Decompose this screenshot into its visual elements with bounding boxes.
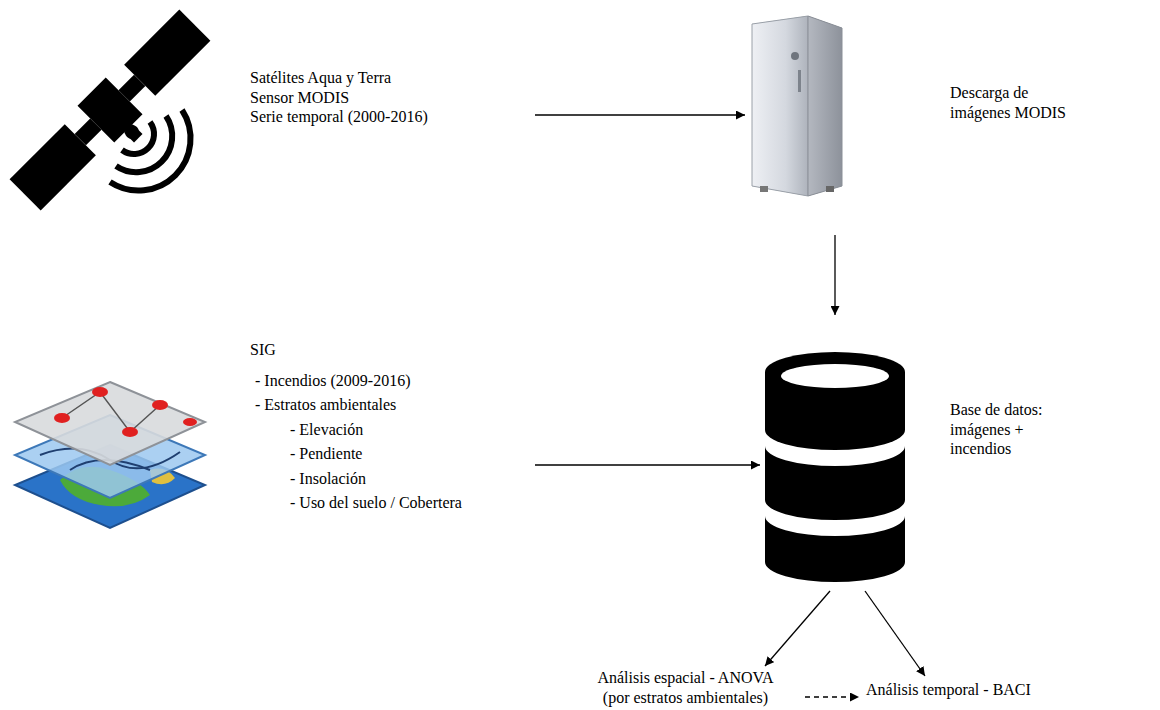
- satellite-icon-part: [116, 116, 172, 172]
- node-text: - Pendiente: [290, 444, 535, 464]
- server-node: Descarga de imágenes MODIS: [745, 15, 1075, 195]
- server-icon-part: [791, 52, 799, 60]
- server-icon-part: [808, 16, 842, 196]
- dashed-arrow: [805, 696, 859, 697]
- flow-arrow: [535, 114, 745, 115]
- satellite-icon-part: [122, 122, 154, 154]
- flow-arrow: [765, 591, 830, 666]
- node-text: Análisis espacial - ANOVA (por estratos …: [588, 668, 783, 707]
- gis-node: SIG - Incendios (2009-2016) - Estratos amb…: [245, 340, 535, 515]
- gis-layers-icon: [15, 382, 205, 528]
- gis-layers-icon-part: [152, 400, 168, 410]
- node-text: Sensor MODIS: [250, 88, 535, 108]
- satellite-icon-part-part: [124, 10, 210, 96]
- node-text: - Uso del suelo / Cobertera: [290, 493, 535, 513]
- satellite-icon: [7, 7, 223, 223]
- server-icon-part: [826, 186, 834, 192]
- database-icon: [765, 352, 905, 582]
- node-text: Base de datos: imágenes + incendios: [950, 400, 1080, 459]
- node-text: Serie temporal (2000-2016): [250, 107, 535, 127]
- server-icon-part: [752, 16, 808, 196]
- flow-arrow: [834, 235, 835, 315]
- gis-layers-icon-part: [62, 392, 160, 432]
- satellite-icon-part-part: [124, 124, 142, 142]
- database-icon-part: [765, 352, 905, 450]
- node-text: Análisis temporal - BACI: [866, 680, 1082, 700]
- satellite-icon-part: [125, 125, 139, 139]
- node-text: - Insolación: [290, 469, 535, 489]
- node-text: SIG: [250, 340, 535, 360]
- node-text: - Incendios (2009-2016): [255, 371, 535, 391]
- node-text: Descarga de imágenes MODIS: [950, 83, 1075, 122]
- gis-layers-icon-part: [183, 418, 197, 426]
- gis-layers-icon-part: [15, 382, 205, 465]
- source-text: Satélites Aqua y TerraSensor MODISSerie …: [245, 68, 535, 129]
- gis-layers-icon-part: [92, 387, 108, 397]
- satellite-icon-part: [110, 110, 191, 191]
- server-icon-part: [752, 16, 842, 196]
- server-icon: [752, 16, 842, 196]
- node-text: Satélites Aqua y Terra: [250, 68, 535, 88]
- satellite-icon-part: [7, 7, 223, 223]
- analysis-box: Análisis temporal - BACI: [862, 680, 1082, 702]
- database-node: Base de datos: imágenes + incendios: [760, 315, 1080, 585]
- node-text: - Estratos ambientales: [255, 395, 535, 415]
- database-icon-part: [765, 446, 905, 520]
- gis-layers-icon-part: [54, 413, 70, 423]
- server-icon-part: [798, 70, 801, 92]
- analysis-box: Análisis espacial - ANOVA (por estratos …: [588, 668, 783, 709]
- gis-layers-icon-part: [122, 427, 138, 437]
- database-icon-part: [781, 364, 889, 388]
- flow-arrow: [865, 591, 925, 676]
- database-icon-part: [765, 516, 905, 582]
- server-icon-part: [760, 186, 768, 192]
- node-text: - Elevación: [290, 420, 535, 440]
- flow-arrow: [535, 464, 760, 465]
